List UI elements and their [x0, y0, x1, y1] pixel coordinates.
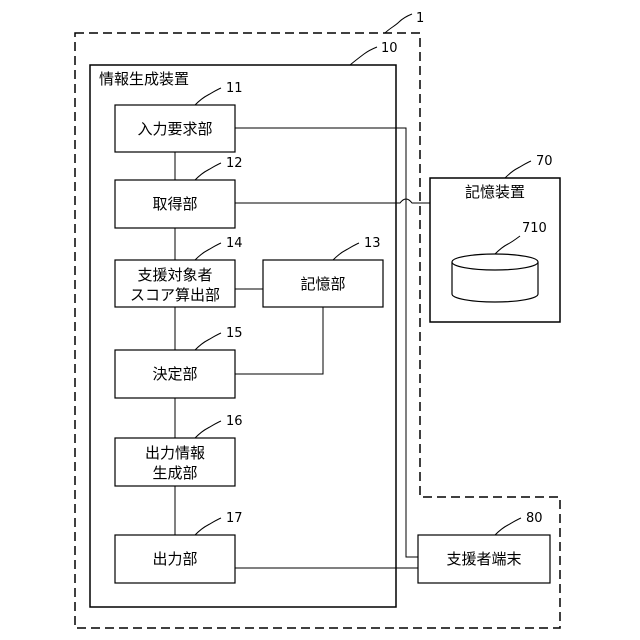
ref-device: 10: [381, 41, 398, 56]
leader-15: [195, 333, 221, 350]
block-output-info: 出力情報 生成部: [115, 438, 235, 486]
ref-70: 70: [536, 154, 553, 169]
leader-80: [495, 518, 521, 535]
ref-13: 13: [364, 236, 381, 251]
block-label-line2: スコア算出部: [130, 286, 220, 304]
leader-16: [195, 421, 221, 438]
ref-17: 17: [226, 511, 243, 526]
ref-710: 710: [522, 221, 547, 236]
block-storage: 記憶部: [263, 260, 383, 307]
ref-14: 14: [226, 236, 243, 251]
leader-70: [505, 161, 531, 178]
leader-11: [195, 88, 221, 105]
block-output: 出力部: [115, 535, 235, 583]
leader-13: [333, 243, 359, 260]
storage-device: 記憶装置: [430, 178, 560, 322]
device-title: 情報生成装置: [99, 70, 189, 88]
leader-12: [195, 163, 221, 180]
block-input-request: 入力要求部: [115, 105, 235, 152]
block-score-calc: 支援対象者 スコア算出部: [115, 260, 235, 307]
supporter-terminal-label: 支援者端末: [446, 550, 521, 568]
block-label: 記憶部: [300, 275, 345, 293]
leader-system: [385, 14, 412, 33]
database-icon: [452, 254, 538, 302]
leader-14: [195, 243, 221, 260]
block-label: 決定部: [152, 365, 197, 383]
leader-device: [350, 47, 377, 65]
ref-15: 15: [226, 326, 243, 341]
ref-80: 80: [526, 511, 543, 526]
block-decision: 決定部: [115, 350, 235, 398]
supporter-terminal: 支援者端末: [418, 535, 550, 583]
block-label-line2: 生成部: [152, 464, 197, 482]
ref-16: 16: [226, 414, 243, 429]
block-label: 出力部: [152, 550, 197, 568]
ref-system: 1: [416, 11, 424, 26]
ref-12: 12: [226, 156, 243, 171]
block-label: 入力要求部: [137, 120, 212, 138]
block-label: 取得部: [152, 195, 197, 213]
ref-11: 11: [226, 81, 243, 96]
block-label-line1: 出力情報: [145, 444, 205, 462]
leader-17: [195, 518, 221, 535]
block-acquisition: 取得部: [115, 180, 235, 228]
storage-device-title: 記憶装置: [465, 183, 525, 201]
external-connectors: [235, 128, 430, 568]
block-label-line1: 支援対象者: [137, 266, 212, 284]
